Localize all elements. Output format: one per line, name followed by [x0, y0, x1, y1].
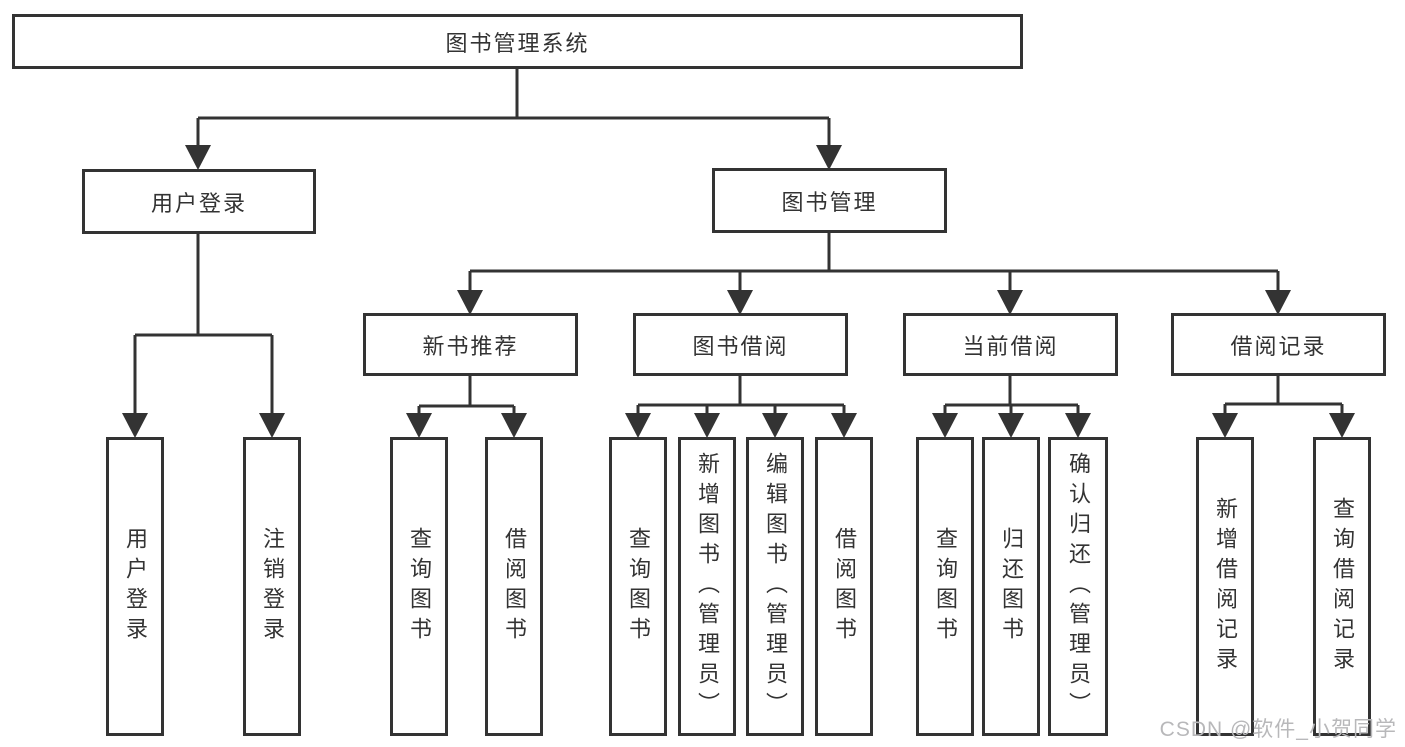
leaf-return-book-label: 归还图书: [999, 526, 1024, 647]
leaf-query-books-current: 查询图书: [916, 437, 974, 736]
leaf-edit-book-admin: 编辑图书（管理员）: [746, 437, 804, 736]
leaf-user-login-label: 用户登录: [123, 526, 148, 647]
leaf-borrow-books-borrow-label: 借阅图书: [832, 526, 857, 647]
leaf-query-books-borrow: 查询图书: [609, 437, 667, 736]
leaf-add-book-admin-label: 新增图书（管理员）: [695, 451, 720, 722]
leaf-query-books-current-label: 查询图书: [933, 526, 958, 647]
node-user-login: 用户登录: [82, 169, 316, 234]
leaf-borrow-books-borrow: 借阅图书: [815, 437, 873, 736]
leaf-add-borrow-record-label: 新增借阅记录: [1213, 496, 1238, 677]
leaf-query-borrow-record: 查询借阅记录: [1313, 437, 1371, 736]
node-current-borrow: 当前借阅: [903, 313, 1118, 376]
leaf-logout: 注销登录: [243, 437, 301, 736]
node-book-management: 图书管理: [712, 168, 947, 233]
node-new-book-recommend: 新书推荐: [363, 313, 578, 376]
node-borrow-records: 借阅记录: [1171, 313, 1386, 376]
csdn-watermark: CSDN @软件_小贺同学: [1159, 718, 1397, 741]
leaf-add-borrow-record: 新增借阅记录: [1196, 437, 1254, 736]
leaf-query-books-recommend: 查询图书: [390, 437, 448, 736]
leaf-query-books-borrow-label: 查询图书: [626, 526, 651, 647]
leaf-query-borrow-record-label: 查询借阅记录: [1330, 496, 1355, 677]
leaf-user-login: 用户登录: [106, 437, 164, 736]
leaf-borrow-books-recommend: 借阅图书: [485, 437, 543, 736]
leaf-query-books-recommend-label: 查询图书: [407, 526, 432, 647]
leaf-confirm-return-admin: 确认归还（管理员）: [1048, 437, 1108, 736]
leaf-edit-book-admin-label: 编辑图书（管理员）: [763, 451, 788, 722]
leaf-return-book: 归还图书: [982, 437, 1040, 736]
leaf-borrow-books-recommend-label: 借阅图书: [502, 526, 527, 647]
leaf-add-book-admin: 新增图书（管理员）: [678, 437, 736, 736]
node-book-borrow: 图书借阅: [633, 313, 848, 376]
leaf-confirm-return-admin-label: 确认归还（管理员）: [1066, 451, 1091, 722]
leaf-logout-label: 注销登录: [260, 526, 285, 647]
node-library-management-system: 图书管理系统: [12, 14, 1023, 69]
